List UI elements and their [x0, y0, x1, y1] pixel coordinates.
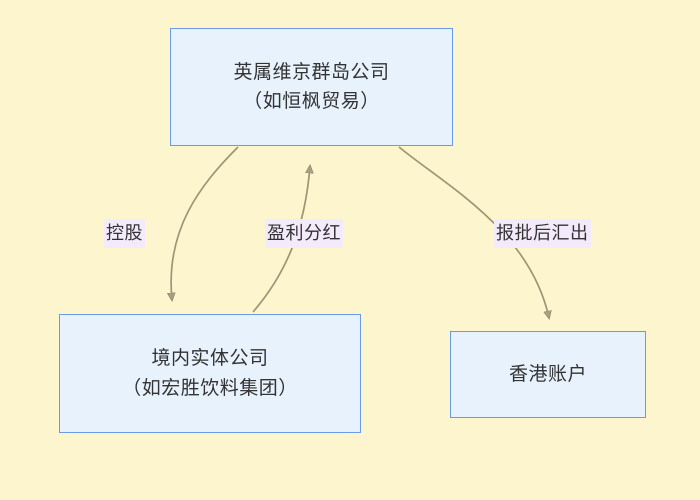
edge-dividend-path: [252, 166, 310, 313]
bvi-company-title: 英属维京群岛公司: [233, 61, 390, 83]
hong-kong-account-title: 香港账户: [508, 363, 587, 385]
domestic-entity-subtitle: （如宏胜饮料集团）: [122, 377, 298, 399]
edge-label-holding: 控股: [104, 219, 145, 248]
domestic-entity-title: 境内实体公司: [151, 348, 269, 370]
edge-label-dividend: 盈利分红: [265, 219, 343, 248]
edge-remit-path: [398, 146, 549, 318]
domestic-entity-node[interactable]: 境内实体公司 （如宏胜饮料集团）: [59, 314, 361, 433]
bvi-company-subtitle: （如恒枫贸易）: [243, 91, 380, 112]
bvi-company-node[interactable]: 英属维京群岛公司 （如恒枫贸易）: [170, 28, 453, 146]
edge-holding-path: [171, 146, 239, 300]
hong-kong-account-node[interactable]: 香港账户: [450, 331, 646, 418]
edge-label-remit: 报批后汇出: [494, 219, 591, 248]
